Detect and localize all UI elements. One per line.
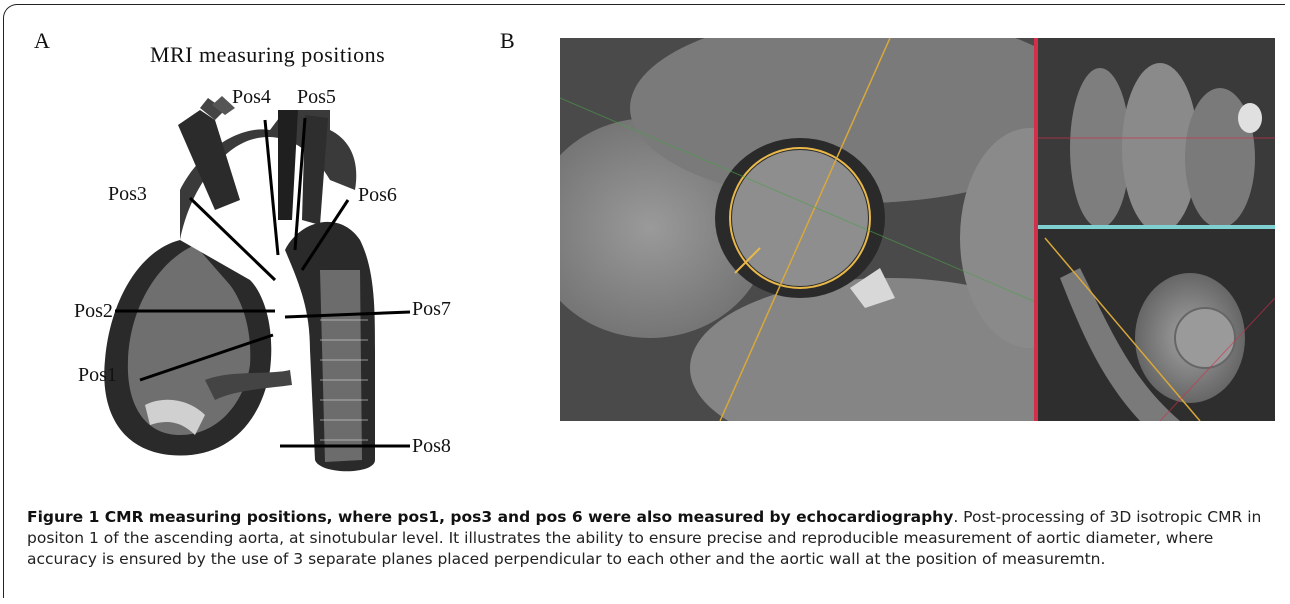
pos7-label: Pos7 [412,298,451,321]
panel-b-letter: B [500,28,515,54]
pos8-label: Pos8 [412,435,451,458]
pos5-label: Pos5 [297,86,336,109]
cmr-image-panel [560,38,1275,421]
panel-a-title: MRI measuring positions [150,42,385,68]
pos2-label: Pos2 [74,300,113,323]
aorta-illustration [30,70,510,490]
pos4-label: Pos4 [232,86,271,109]
pos3-label: Pos3 [108,183,147,206]
pos6-label: Pos6 [358,184,397,207]
pos1-label: Pos1 [78,364,117,387]
panel-a-letter: A [34,28,50,54]
caption-bold: Figure 1 CMR measuring positions, where … [27,508,953,526]
figure-caption: Figure 1 CMR measuring positions, where … [27,507,1267,570]
